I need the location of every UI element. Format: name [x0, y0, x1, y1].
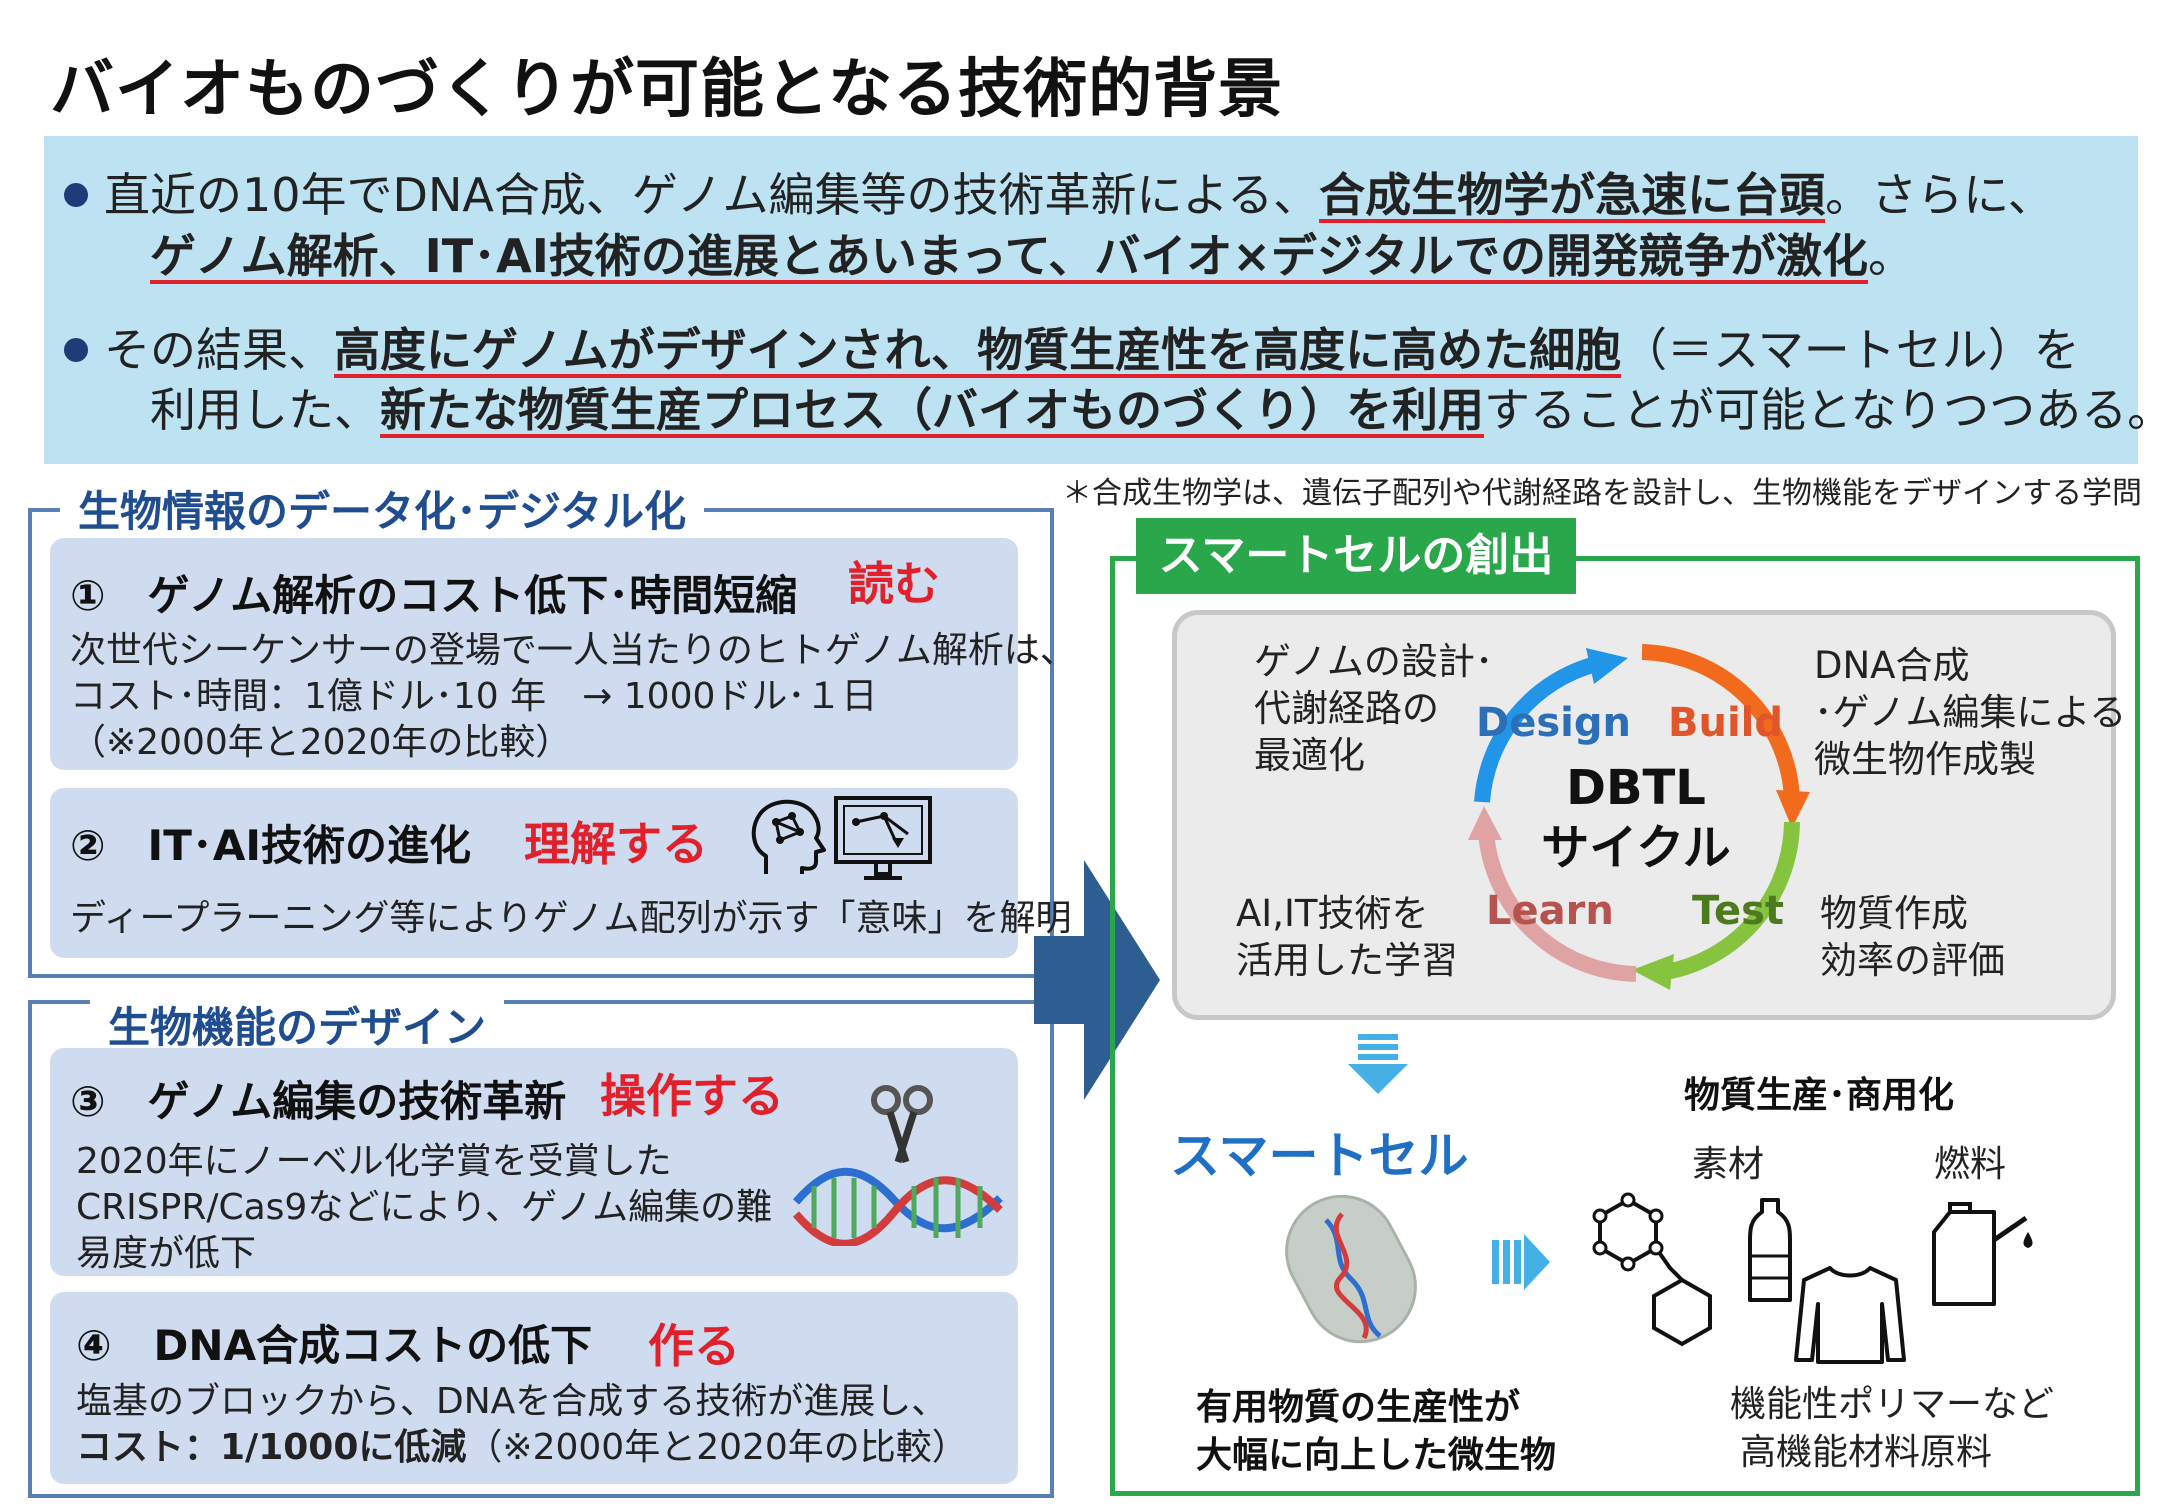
fuel-can-icon: [1932, 1202, 2033, 1306]
dbtl-center-line-2: サイクル: [1541, 820, 1731, 876]
summary-text: 。さらに、: [1825, 168, 2054, 222]
dbtl-center-line-1: DBTL: [1566, 760, 1706, 816]
card-text: 易度が低下: [76, 1233, 257, 1274]
learn-desc: 活用した学習: [1236, 939, 1458, 982]
design-desc: ゲノムの設計･: [1254, 640, 1494, 683]
summary-box: [44, 136, 2138, 464]
summary-highlight: ゲノム解析、IT･AI技術の進展とあいまって、バイオ×デジタルでの開発競争が激化: [150, 229, 1869, 283]
card-text: （※2000年と2020年の比較）: [70, 722, 572, 763]
card-heading: ① ゲノム解析のコスト低下･時間短縮: [70, 571, 798, 620]
build-desc: 微生物作成製: [1814, 738, 2036, 781]
summary-text: 直近の10年でDNA合成、ゲノム編集等の技術革新による、: [104, 168, 1320, 222]
phase-design: Design: [1476, 700, 1631, 746]
card-verb: 読む: [848, 557, 940, 611]
summary-text: その結果、: [104, 323, 334, 377]
ai-brain-icon: [751, 799, 826, 874]
phase-learn: Learn: [1486, 888, 1614, 934]
material-label: 素材: [1692, 1144, 1765, 1185]
design-desc: 最適化: [1254, 734, 1365, 777]
summary-text: 利用した、: [150, 383, 380, 437]
summary-bullet-2-line-2: 利用した、新たな物質生産プロセス（バイオものづくり）を利用することが可能となりつ…: [150, 380, 2173, 440]
design-desc: 代謝経路の: [1254, 687, 1439, 730]
card-dna-synthesis: [50, 1292, 1018, 1484]
card-it-ai: [50, 788, 1018, 958]
dbtl-cycle-box: [1172, 610, 2116, 1020]
smart-cell-frame: [1110, 556, 2140, 1496]
flow-arrow-icon: [1034, 860, 1160, 1100]
card-text: コスト･時間：1億ドル･10 年 → 1000ドル･１日: [70, 676, 878, 717]
card-text: CRISPR/Cas9などにより、ゲノム編集の難: [76, 1187, 773, 1228]
test-desc: 効率の評価: [1820, 939, 2005, 982]
phase-build: Build: [1668, 700, 1784, 746]
card-text: コスト：1/1000に低減（※2000年と2020年の比較）: [76, 1424, 968, 1471]
dna-scissors-icon: [792, 1085, 1003, 1246]
summary-text: 。: [1868, 229, 1915, 283]
summary-highlight: 合成生物学が急速に台頭: [1319, 168, 1826, 222]
down-arrow-icon: [1348, 1034, 1408, 1094]
card-genome-analysis: [50, 538, 1018, 770]
card-heading: ④ DNA合成コストの低下: [76, 1321, 593, 1370]
bullet-dot: [64, 338, 88, 362]
summary-bullet-2-line-1: その結果、高度にゲノムがデザインされ、物質生産性を高度に高めた細胞（＝スマートセ…: [104, 320, 2080, 380]
bullet-dot: [64, 183, 88, 207]
build-desc: DNA合成: [1814, 644, 1970, 687]
card-heading: ③ ゲノム編集の技術革新: [70, 1077, 567, 1126]
cell-desc: 有用物質の生産性が: [1196, 1387, 1521, 1428]
dbtl-cycle-arrows: [1468, 644, 1810, 990]
phase-test: Test: [1692, 888, 1785, 934]
cell-desc: 大幅に向上した微生物: [1196, 1435, 1557, 1476]
smart-cell-label: スマートセル: [1170, 1127, 1469, 1185]
summary-bullet-1-line-1: 直近の10年でDNA合成、ゲノム編集等の技術革新による、合成生物学が急速に台頭。…: [104, 165, 2054, 225]
summary-highlight: 高度にゲノムがデザインされ、物質生産性を高度に高めた細胞: [334, 323, 1622, 377]
fuel-label: 燃料: [1934, 1144, 2007, 1185]
products-desc: 機能性ポリマーなど: [1730, 1384, 2055, 1425]
smart-cell-section-title: スマートセルの創出: [1136, 518, 1576, 594]
section-frame-design: [28, 1000, 1054, 1498]
section-title-design: 生物機能のデザイン: [90, 994, 505, 1055]
products-desc: 高機能材料原料: [1740, 1432, 1993, 1473]
microbe-icon: [1285, 1194, 1417, 1344]
computer-monitor-icon: [834, 796, 932, 880]
summary-text: することが可能となりつつある。: [1484, 383, 2174, 437]
build-desc: ･ゲノム編集による: [1814, 691, 2127, 734]
molecule-icon: [1592, 1192, 1712, 1347]
card-text: 次世代シーケンサーの登場で一人当たりのヒトゲノム解析は、: [70, 630, 1076, 671]
card-verb: 操作する: [600, 1069, 784, 1123]
card-text: 塩基のブロックから、DNAを合成する技術が進展し、: [76, 1381, 948, 1422]
learn-desc: AI,IT技術を: [1236, 892, 1429, 935]
card-text-bold: コスト：1/1000に低減: [76, 1427, 467, 1468]
summary-text: （＝スマートセル）を: [1621, 323, 2080, 377]
card-text: 2020年にノーベル化学賞を受賞した: [76, 1141, 672, 1182]
card-text-rest: （※2000年と2020年の比較）: [466, 1427, 968, 1468]
shirt-icon: [1794, 1266, 1906, 1364]
footnote: ＊合成生物学は、遺伝子配列や代謝経路を設計し、生物機能をデザインする学問: [1062, 476, 2142, 511]
page-title: バイオものづくりが可能となる技術的背景: [50, 53, 1284, 127]
card-verb: 作る: [648, 1319, 740, 1373]
card-text: ディープラーニング等によりゲノム配列が示す「意味」を解明: [70, 898, 1072, 939]
bottle-icon: [1748, 1198, 1792, 1302]
products-title: 物質生産･商用化: [1684, 1075, 1955, 1116]
summary-highlight: 新たな物質生産プロセス（バイオものづくり）を利用: [380, 383, 1484, 437]
test-desc: 物質作成: [1820, 892, 1968, 935]
card-verb: 理解する: [524, 817, 708, 871]
section-title-digital: 生物情報のデータ化･デジタル化: [60, 478, 705, 539]
summary-bullet-1-line-2: ゲノム解析、IT･AI技術の進展とあいまって、バイオ×デジタルでの開発競争が激化…: [150, 226, 1914, 286]
card-heading: ② IT･AI技術の進化: [70, 821, 471, 870]
right-arrow-icon: [1492, 1234, 1550, 1290]
